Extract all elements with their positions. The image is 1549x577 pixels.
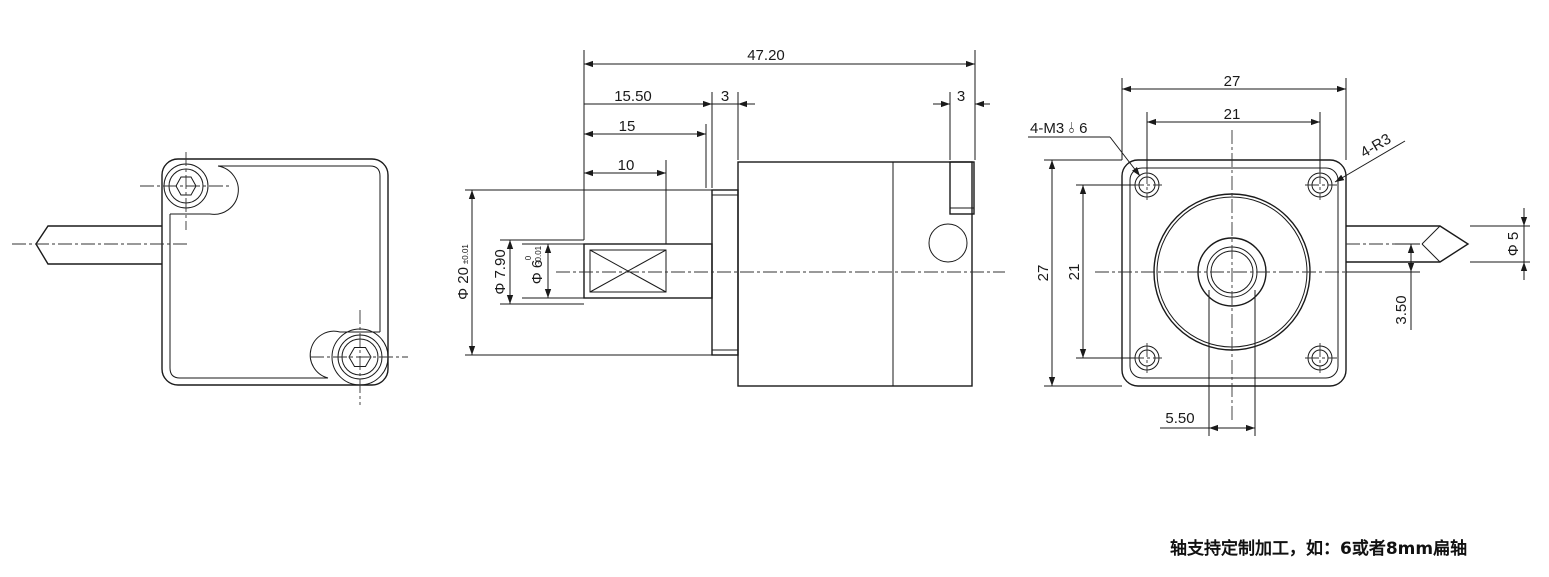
dim-flange-width: 27 — [1224, 73, 1241, 90]
rear-stub — [949, 161, 975, 215]
dim-rear-shaft-offset: 3.50 — [1393, 295, 1410, 324]
motor-body — [737, 161, 973, 387]
rear-shaft — [35, 225, 162, 265]
dim-flange-height: 27 — [1035, 265, 1052, 282]
dim-flat-length: 10 — [618, 157, 635, 174]
dim-boss-diameter: Φ 20±0.01 — [455, 244, 472, 300]
rear-housing-outline — [161, 158, 389, 386]
dim-shaft-length: 15 — [619, 118, 636, 135]
dim-hole-callout: 4-M3 ⫰ 6 — [1030, 120, 1087, 137]
dim-shaft-tol-upper: 0 — [524, 255, 533, 260]
flange-outline — [1121, 159, 1347, 387]
dim-shaft-outer: 15.50 — [614, 88, 652, 105]
output-shaft — [583, 243, 713, 299]
side-view: 47.20 15.50 3 3 15 10 Φ 20±0.01 Φ 7.90 Φ… — [455, 47, 1005, 387]
dim-corner-radius: 4-R3 — [1358, 130, 1395, 161]
rear-end-view — [12, 152, 408, 405]
dim-center-offset: 5.50 — [1165, 410, 1194, 427]
dim-shoulder: 3 — [721, 88, 729, 105]
front-flange-view: 27 21 4-M3 ⫰ 6 4-R3 27 21 Φ 5 3.50 — [1028, 73, 1530, 436]
dim-shaft-diameter: Φ 6 — [529, 260, 546, 284]
dim-shaft-tol-lower: -0.01 — [534, 245, 543, 264]
dim-rear-length: 3 — [957, 88, 965, 105]
front-boss — [711, 189, 739, 356]
dim-total-length: 47.20 — [747, 47, 785, 64]
customization-note: 轴支持定制加工，如：6或者8mm扁轴 — [1170, 539, 1468, 559]
shaft-flat — [589, 249, 667, 293]
dim-rear-shaft-diameter: Φ 5 — [1505, 232, 1522, 256]
dim-shoulder-diameter: Φ 7.90 — [492, 249, 509, 294]
dim-hole-pitch: 21 — [1224, 106, 1241, 123]
dim-hole-pitch-vertical: 21 — [1066, 264, 1083, 281]
rear-hole — [928, 223, 968, 263]
